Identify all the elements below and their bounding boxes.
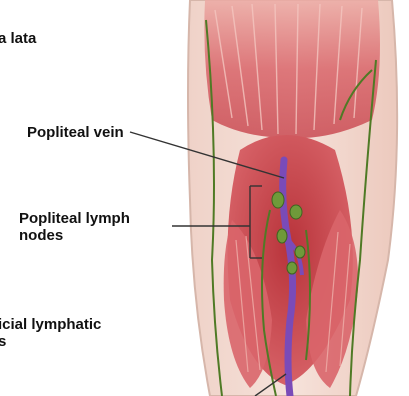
label-popliteal-lymph-nodes-line1: Popliteal lymph <box>19 210 130 227</box>
label-popliteal-lymph-nodes-line2: nodes <box>19 227 130 244</box>
label-superficial-lymphatic-line2: s <box>0 333 101 350</box>
label-fascia-lata: a lata <box>0 30 36 47</box>
label-popliteal-vein-text: Popliteal vein <box>27 124 124 141</box>
label-superficial-lymphatic-vessels: icial lymphatic s <box>0 316 101 350</box>
label-superficial-lymphatic-line1: icial lymphatic <box>0 316 101 333</box>
label-popliteal-lymph-nodes: Popliteal lymph nodes <box>19 210 130 244</box>
label-fascia-lata-text: a lata <box>0 30 36 47</box>
label-popliteal-vein: Popliteal vein <box>27 124 124 141</box>
